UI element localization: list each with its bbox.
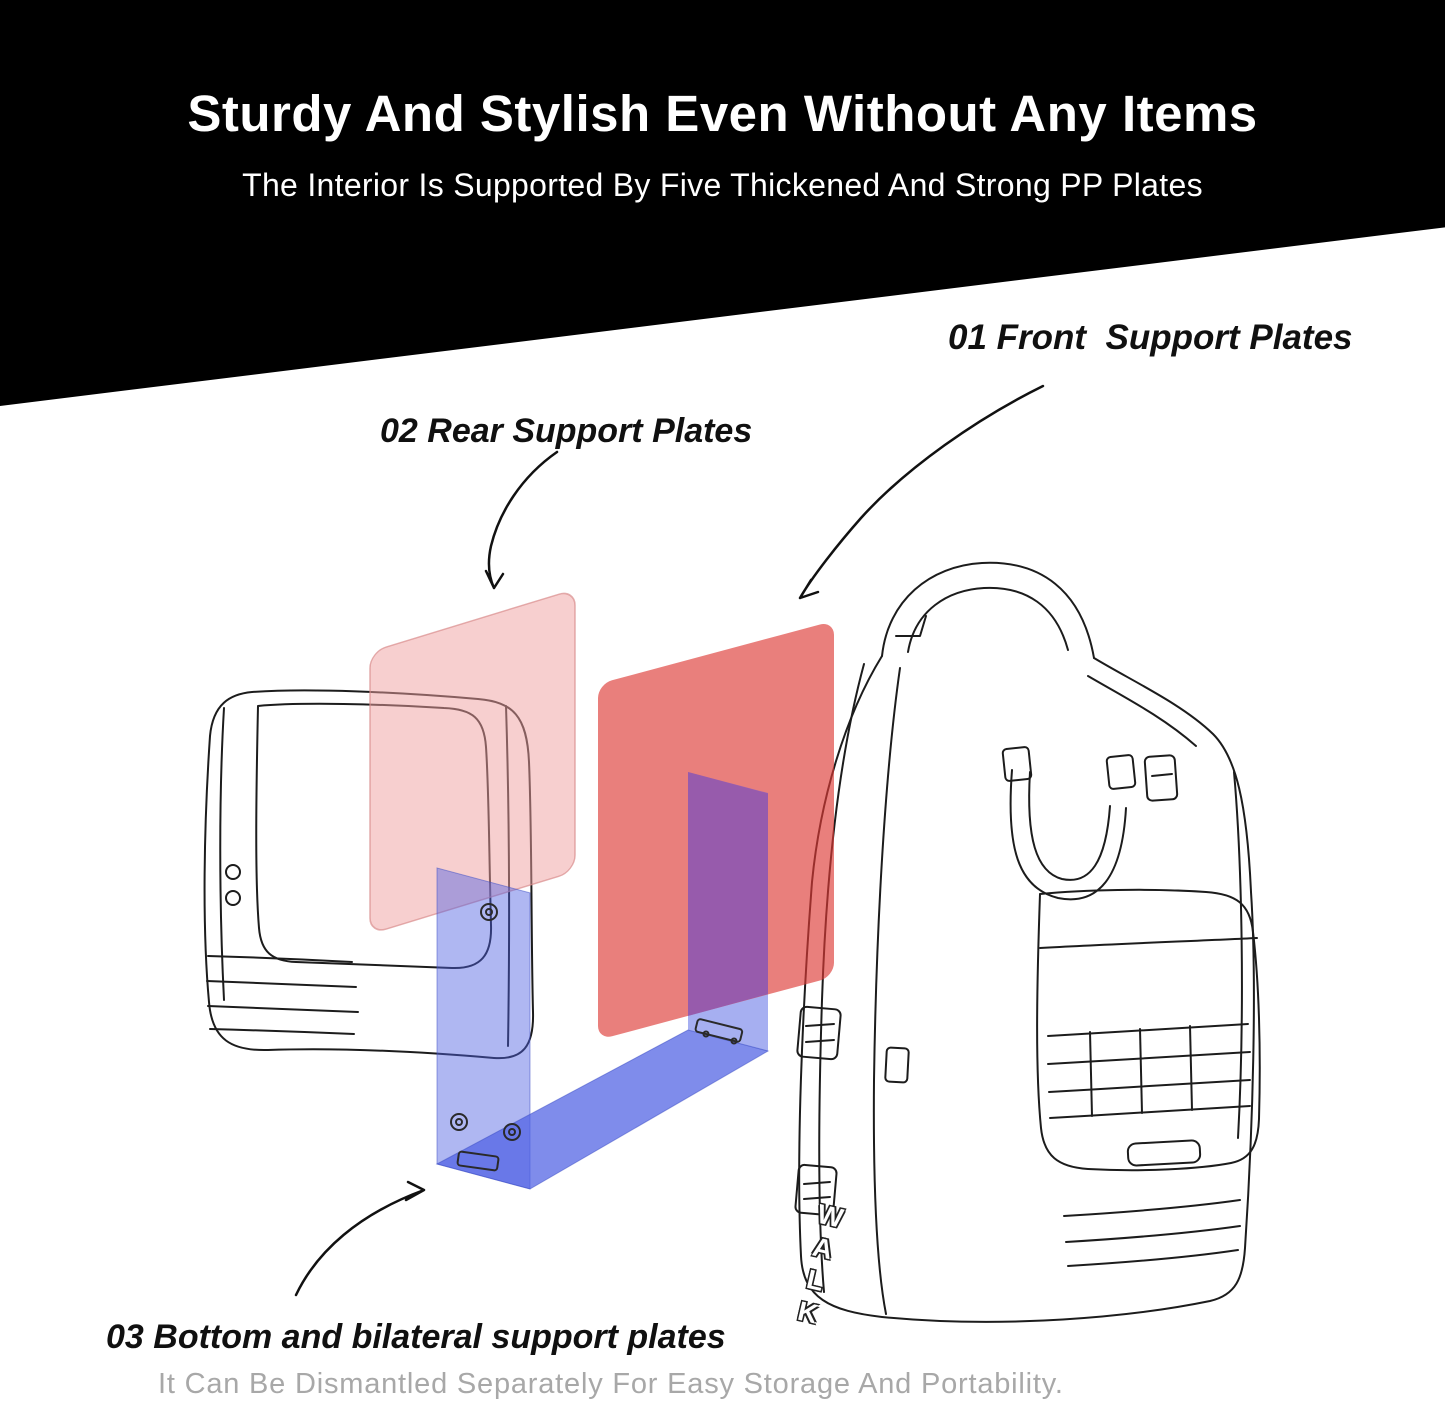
left-bag-rib	[207, 955, 353, 963]
bag-handle-outer	[881, 561, 1095, 659]
rear-support-plate	[369, 592, 576, 931]
side-ring-buckle	[1143, 754, 1179, 802]
plate-fasteners	[450, 903, 744, 1172]
subheadline: The Interior Is Supported By Five Thicke…	[242, 167, 1203, 203]
bag-left-seam	[872, 667, 901, 1315]
tote-strap	[1009, 769, 1127, 901]
arrow-rear-plate	[484, 450, 559, 590]
side-buckle-slots	[803, 1181, 831, 1200]
front-pocket-lid-line	[1039, 937, 1258, 949]
seam-loop	[884, 1046, 910, 1084]
plate-hinge	[694, 1018, 744, 1043]
bag-handle-notch	[895, 615, 927, 637]
left-bag-knob	[225, 890, 241, 906]
plate-rivet	[508, 1128, 516, 1136]
bag-bottom-rib	[1065, 1225, 1241, 1243]
label-front-plates: 01 Front Support Plates	[948, 318, 1353, 357]
plate-rivet	[480, 903, 498, 921]
pocket-pull-handle	[1126, 1139, 1202, 1167]
plate-rivet	[503, 1123, 521, 1141]
bag-top-inner-edge	[1087, 675, 1197, 747]
left-bag-rib	[207, 1005, 359, 1013]
side-buckle	[796, 1005, 842, 1061]
right-bag-outline	[798, 655, 1255, 1323]
molle-strap	[1047, 1023, 1249, 1037]
plate-rivet	[485, 908, 493, 916]
plate-rivet	[455, 1118, 463, 1126]
headline: Sturdy And Stylish Even Without Any Item…	[187, 85, 1258, 142]
side-buckle	[794, 1163, 838, 1217]
front-pocket-outline	[1036, 888, 1261, 1172]
bag-handle-inner	[907, 586, 1069, 653]
plate-rivet	[450, 1113, 468, 1131]
bag-bottom-rib	[1067, 1249, 1239, 1267]
right-bag-sketch	[794, 561, 1261, 1323]
arrow-front-plate	[798, 384, 1045, 600]
footnote: It Can Be Dismantled Separately For Easy…	[158, 1368, 1064, 1400]
arrow-bottom-plate	[294, 1180, 426, 1297]
side-buckle-slots	[805, 1023, 835, 1043]
bag-right-edge-inner	[1233, 771, 1243, 1139]
strap-anchor	[1105, 754, 1137, 790]
molle-stitch	[1189, 1025, 1193, 1111]
hinge-screw	[702, 1030, 710, 1038]
molle-strap	[1049, 1105, 1251, 1119]
hinge-screw	[730, 1037, 738, 1045]
molle-strap	[1047, 1051, 1251, 1065]
side-ring-slot	[1151, 773, 1173, 777]
annotation-arrows	[294, 384, 1045, 1297]
left-bag-edge-line	[219, 707, 225, 1001]
molle-stitch	[1139, 1028, 1143, 1114]
plate-latch	[456, 1150, 500, 1172]
molle-strap	[1048, 1079, 1251, 1093]
bag-bottom-rib	[1063, 1199, 1241, 1217]
tote-strap	[1028, 771, 1111, 881]
molle-stitch	[1089, 1031, 1093, 1117]
left-bag-rib	[209, 1028, 355, 1035]
strap-anchor	[1001, 746, 1033, 782]
left-bag-knob	[225, 864, 241, 880]
label-bottom-plates: 03 Bottom and bilateral support plates	[106, 1318, 726, 1356]
left-bag-rib	[206, 980, 357, 988]
bottom-plate	[435, 1029, 770, 1190]
plate-overlap-tint	[688, 772, 768, 1016]
label-rear-plates: 02 Rear Support Plates	[380, 412, 753, 450]
